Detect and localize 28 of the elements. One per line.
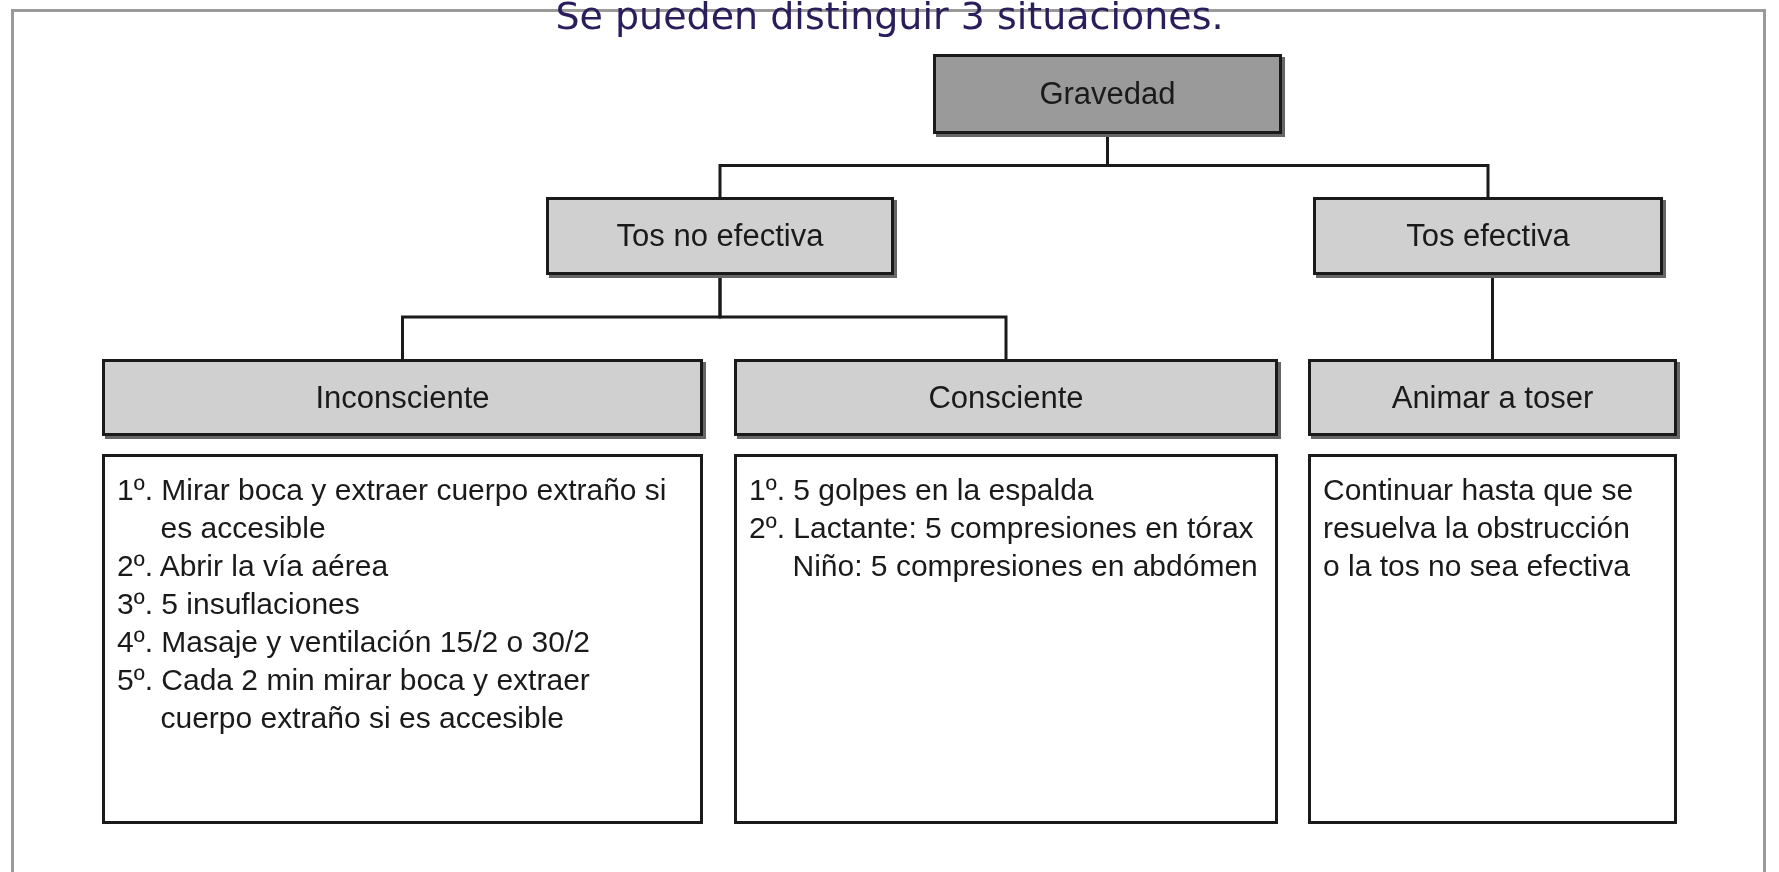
connector-line: [718, 275, 1008, 359]
note-box: [1308, 454, 1677, 824]
step-text: 1º. 5 golpes en la espalda: [749, 472, 1095, 508]
category-box: [546, 197, 894, 275]
step-text: 3º. 5 insuflaciones: [117, 586, 361, 622]
steps-box: [734, 454, 1278, 824]
category-box: [1308, 359, 1677, 436]
steps-box: [102, 454, 703, 824]
step-text: 2º. Abrir la vía aérea: [117, 548, 390, 584]
header-box: [933, 54, 1282, 134]
title: Se pueden distinguir 3 situaciones.: [554, 0, 1225, 38]
box-label: Inconsciente: [315, 379, 490, 416]
box-label: Consciente: [928, 379, 1084, 416]
category-box: [734, 359, 1278, 436]
box-label: Tos efectiva: [1406, 218, 1570, 254]
box-label: Gravedad: [1039, 76, 1176, 112]
category-box: [1313, 197, 1663, 275]
note-text: Continuar hasta que se resuelva la obstrucción o la tos no sea efectiva: [1323, 472, 1635, 584]
step-text: 2º. Lactante: 5 compresiones en tórax: [749, 510, 1255, 546]
connector-line: [1106, 134, 1490, 197]
step-text: 4º. Masaje y ventilación 15/2 o 30/2: [117, 624, 591, 660]
box-label: Animar a toser: [1391, 379, 1594, 416]
step-text: 5º. Cada 2 min mirar boca y extraer cuerpo extraño si es accesible: [117, 662, 591, 736]
category-box: [102, 359, 703, 436]
step-text: Niño: 5 compresiones en abdómen: [791, 548, 1259, 584]
step-text: 1º. Mirar boca y extraer cuerpo extraño si es accesible: [117, 472, 668, 546]
connector-line: [1491, 275, 1494, 359]
box-label: Tos no efectiva: [616, 218, 824, 254]
